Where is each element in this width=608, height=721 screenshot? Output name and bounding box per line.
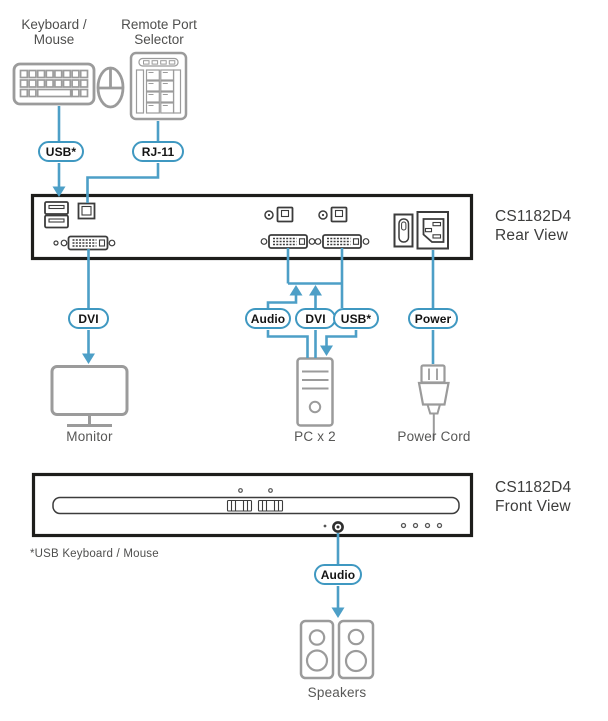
pill-usb-pc: USB*: [333, 308, 379, 329]
remote-port-selector-icon: [129, 51, 188, 121]
usb-footnote: *USB Keyboard / Mouse: [30, 548, 159, 560]
pill-dvi-monitor: DVI: [68, 308, 109, 329]
rear-view-name: Rear View: [495, 226, 569, 244]
front-view-title: CS1182D4 Front View: [495, 479, 605, 516]
rear-view-title: CS1182D4 Rear View: [495, 208, 605, 245]
pill-dvi-pc: DVI: [295, 308, 336, 329]
arrow-into-monitor: [82, 353, 95, 364]
rear-power-switch: [393, 213, 414, 248]
front-view-model: CS1182D4: [495, 479, 572, 496]
front-port-leds: [238, 488, 273, 493]
rear-usb-ports: [44, 201, 69, 229]
arrow-dvi-up: [309, 285, 322, 296]
rear-view-model: CS1182D4: [495, 208, 572, 225]
mouse-icon: [96, 66, 125, 109]
monitor-icon: [50, 365, 129, 427]
arrow-into-speakers: [331, 607, 345, 618]
keyboard-mouse-label: Keyboard / Mouse: [21, 17, 87, 47]
keyboard-icon: [12, 62, 96, 106]
arrow-usb-into-panel: [52, 186, 66, 197]
front-pushbutton-1: [226, 499, 253, 512]
speakers-label: Speakers: [307, 685, 367, 700]
front-status-dot: [323, 524, 327, 528]
arrow-audio-up: [289, 285, 303, 296]
arrow-usb-into-pc: [320, 345, 333, 356]
power-cord-icon: [417, 364, 450, 440]
power-cord-label: Power Cord: [397, 429, 471, 444]
rear-panel: [30, 193, 474, 261]
connection-lines: [57, 106, 435, 608]
front-pushbutton-2: [257, 499, 284, 512]
pc-tower-icon: [296, 357, 334, 427]
front-leds: [400, 522, 443, 529]
pill-audio-pc: Audio: [245, 308, 291, 329]
arrowheads: [52, 186, 345, 618]
pill-rj11: RJ-11: [132, 141, 184, 162]
speakers-icon: [299, 619, 375, 680]
pill-audio-front: Audio: [314, 564, 362, 585]
rear-dvi-console-port: [53, 235, 116, 251]
pc-label: PC x 2: [294, 429, 336, 444]
rear-power-inlet: [416, 211, 449, 250]
front-view-name: Front View: [495, 497, 571, 515]
rear-rj11-port: [77, 202, 96, 220]
pill-power: Power: [408, 308, 458, 329]
front-panel: [31, 472, 474, 538]
monitor-label: Monitor: [66, 429, 113, 444]
pill-usb-keyboard: USB*: [38, 141, 84, 162]
front-audio-jack: [332, 521, 344, 533]
remote-port-selector-label: Remote Port Selector: [121, 17, 197, 47]
